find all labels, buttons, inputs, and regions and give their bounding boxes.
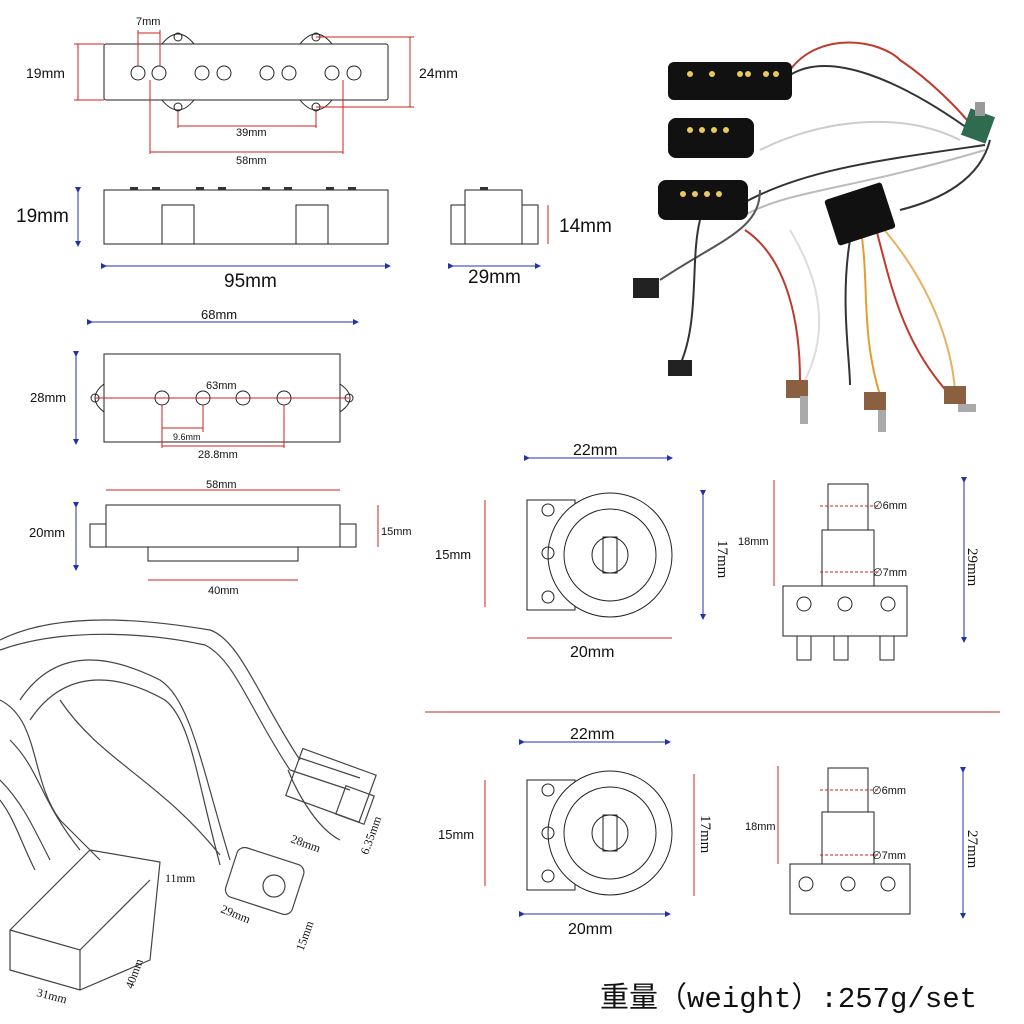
jbass-top-height-label: 19mm [26,65,65,81]
pot1-top-width-label: 22mm [573,442,617,459]
jack-diameter-label: 6.35mm [358,814,385,857]
battery-width-label: 29mm [219,902,253,927]
weight-caption: 重量（weight）:257g/set [600,983,978,1016]
pot2-front-view [484,739,695,917]
pbass-total-label: 68mm [201,307,237,322]
pot2-bushing-diameter-label: ∅7mm [872,850,906,862]
jbass-mount-label: 39mm [236,127,267,139]
harness-sketch [0,619,377,991]
preamp-length-label: 40mm [122,956,146,990]
pbass-pole-pitch-label: 9.6mm [173,432,201,442]
pbass-side-top-label: 58mm [206,479,237,491]
jbass-top-total-height-label: 24mm [419,65,458,81]
pot2-shaft-diameter-label: ∅6mm [872,785,906,797]
jbass-end-width-label: 29mm [468,267,521,288]
jbass-end-view [448,187,549,269]
pot1-side-view [773,477,967,661]
pot2-bottom-width-label: 20mm [568,921,612,938]
pot1-total-height-label: 29mm [964,548,980,587]
pot2-top-width-label: 22mm [570,726,614,743]
pbass-height-label: 28mm [30,390,66,405]
pot2-shaft-height-label: 18mm [745,821,776,833]
pot2-left-height-label: 15mm [438,827,474,842]
pot1-front-view [484,455,706,639]
pot1-left-height-label: 15mm [435,547,471,562]
pbass-bottom-label: 40mm [208,585,239,597]
pot1-bushing-diameter-label: ∅7mm [873,567,907,579]
pot1-bottom-width-label: 20mm [570,644,614,661]
pot1-right-height-label: 17mm [714,540,730,579]
jbass-side-length-label: 95mm [224,271,277,292]
pot1-shaft-height-label: 18mm [738,536,769,548]
pot2-side-view [777,766,966,919]
pot2-total-height-label: 27mm [964,830,980,869]
battery-height-label: 15mm [293,918,317,952]
pbass-mount-label: 63mm [206,380,237,392]
pbass-pole-span-label: 28.8mm [198,449,238,461]
pbass-side-view [73,489,379,581]
jbass-end-height-label: 14mm [559,216,612,237]
harness-photo [633,41,996,432]
pot1-shaft-diameter-label: ∅6mm [873,500,907,512]
preamp-width-label: 31mm [35,985,69,1006]
pbass-tab-label: 15mm [381,526,412,538]
pbass-side-height-label: 20mm [29,525,65,540]
pbass-top-view [73,319,359,448]
jbass-top-view [74,30,414,154]
jbass-side-height-label: 19mm [16,206,69,227]
jbass-pole-size-label: 7mm [136,16,160,28]
pot2-right-height-label: 17mm [697,815,713,854]
jbass-side-view [75,187,391,269]
jbass-span-label: 58mm [236,155,267,167]
jack-length-label: 28mm [289,832,323,856]
preamp-height-label: 11mm [165,871,196,885]
